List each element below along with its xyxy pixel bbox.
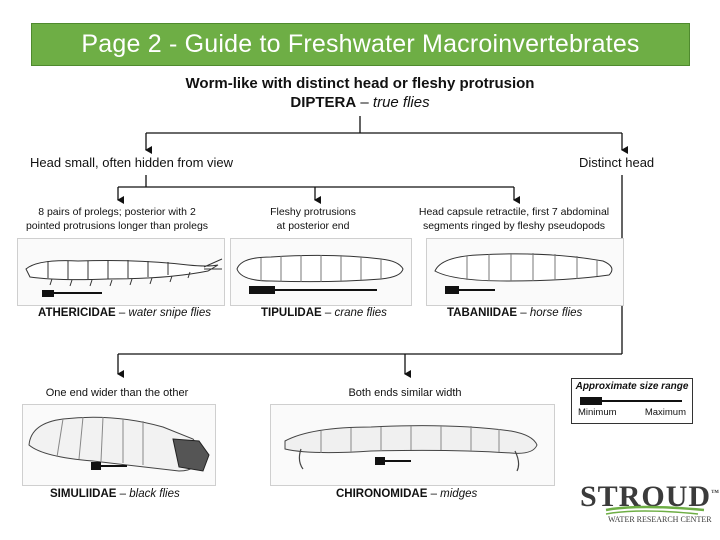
family-common-name: black flies: [129, 488, 180, 500]
family-label-tabaniidae: TABANIIDAE – horse flies: [447, 307, 582, 319]
descriptor-line: Fleshy protrusions: [243, 205, 383, 219]
larva-drawing-athericidae: [18, 239, 224, 305]
family-common-name: horse flies: [530, 307, 582, 319]
descriptor-line: 8 pairs of prolegs; posterior with 2: [12, 205, 222, 219]
family-common-name: crane flies: [335, 307, 387, 319]
larva-drawing-tabaniidae: [427, 239, 623, 305]
size-range-legend: Approximate size range Minimum Maximum: [571, 378, 693, 424]
stroud-logo: STROUD™ WATER RESEARCH CENTER: [578, 480, 708, 530]
illustration-tabaniidae: [426, 238, 624, 306]
logo-subtitle: WATER RESEARCH CENTER: [608, 515, 712, 524]
branch-one-end-wider: One end wider than the other: [32, 386, 202, 400]
family-taxon: ATHERICIDAE: [38, 307, 116, 319]
family-dash: –: [427, 488, 440, 500]
family-label-tipulidae: TIPULIDAE – crane flies: [261, 307, 387, 319]
descriptor-athericidae: 8 pairs of prolegs; posterior with 2 poi…: [12, 205, 222, 233]
legend-minimum-label: Minimum: [578, 407, 617, 418]
family-taxon: SIMULIIDAE: [50, 488, 116, 500]
family-taxon: TABANIIDAE: [447, 307, 517, 319]
branch-both-ends-similar: Both ends similar width: [330, 386, 480, 400]
branch-distinct-head: Distinct head: [579, 155, 654, 170]
larva-drawing-chironomidae: [271, 405, 554, 485]
larva-drawing-simuliidae: [23, 405, 215, 485]
descriptor-line: at posterior end: [243, 219, 383, 233]
family-label-athericidae: ATHERICIDAE – water snipe flies: [38, 307, 211, 319]
family-taxon: CHIRONOMIDAE: [336, 488, 427, 500]
larva-drawing-tipulidae: [231, 239, 411, 305]
branch-head-small: Head small, often hidden from view: [30, 155, 233, 170]
family-dash: –: [116, 307, 129, 319]
illustration-simuliidae: [22, 404, 216, 486]
family-common-name: midges: [440, 488, 477, 500]
illustration-athericidae: [17, 238, 225, 306]
family-taxon: TIPULIDAE: [261, 307, 322, 319]
descriptor-line: pointed protrusions longer than prolegs: [12, 219, 222, 233]
descriptor-tabaniidae: Head capsule retractile, first 7 abdomin…: [405, 205, 623, 233]
family-dash: –: [517, 307, 530, 319]
descriptor-line: Head capsule retractile, first 7 abdomin…: [405, 205, 623, 219]
family-label-chironomidae: CHIRONOMIDAE – midges: [336, 488, 477, 500]
family-dash: –: [116, 488, 129, 500]
family-common-name: water snipe flies: [129, 307, 211, 319]
family-dash: –: [322, 307, 335, 319]
family-label-simuliidae: SIMULIIDAE – black flies: [50, 488, 180, 500]
descriptor-line: segments ringed by fleshy pseudopods: [405, 219, 623, 233]
descriptor-tipulidae: Fleshy protrusions at posterior end: [243, 205, 383, 233]
legend-maximum-label: Maximum: [645, 407, 686, 418]
illustration-chironomidae: [270, 404, 555, 486]
illustration-tipulidae: [230, 238, 412, 306]
logo-trademark: ™: [711, 488, 720, 497]
